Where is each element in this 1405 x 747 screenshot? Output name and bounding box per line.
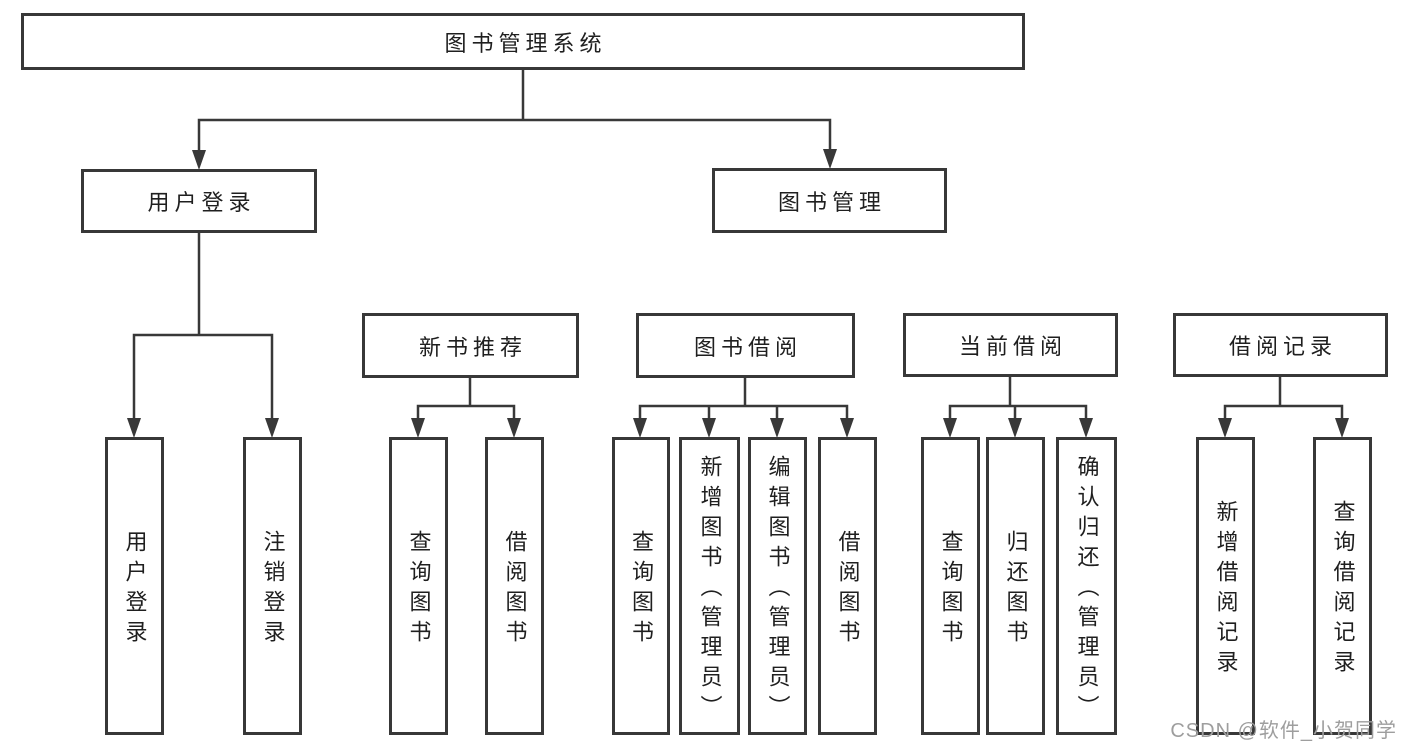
arrowhead-icon (1008, 418, 1022, 438)
leaf-query-book-recommend: 查询图书 (389, 437, 448, 735)
arrowhead-icon (633, 418, 647, 438)
connector-lines (132, 70, 1344, 421)
node-user-login: 用户登录 (81, 169, 317, 233)
arrowhead-icon (127, 418, 141, 438)
leaf-borrow-book-recommend: 借阅图书 (485, 437, 544, 735)
leaf-confirm-return-admin: 确认归还（管理员） (1056, 437, 1117, 735)
node-new-book-recommend: 新书推荐 (362, 313, 579, 378)
arrowhead-icon (943, 418, 957, 438)
arrowhead-icon (411, 418, 425, 438)
node-book-management: 图书管理 (712, 168, 947, 233)
arrowhead-icon (770, 418, 784, 438)
leaf-query-borrow-record: 查询借阅记录 (1313, 437, 1372, 735)
leaf-query-book-borrow: 查询图书 (612, 437, 670, 735)
leaf-user-login: 用户登录 (105, 437, 164, 735)
arrowhead-icon (192, 150, 206, 170)
connector-borrow-records-to-leaves (1223, 377, 1344, 421)
arrowhead-icon (823, 149, 837, 169)
node-current-borrow: 当前借阅 (903, 313, 1118, 377)
arrowhead-icon (702, 418, 716, 438)
arrowhead-icon (507, 418, 521, 438)
leaf-add-borrow-record: 新增借阅记录 (1196, 437, 1255, 735)
arrowhead-icon (840, 418, 854, 438)
node-borrow-records: 借阅记录 (1173, 313, 1388, 377)
connector-new-book-to-leaves (416, 378, 516, 421)
arrowhead-icon (1079, 418, 1093, 438)
leaf-query-book-current: 查询图书 (921, 437, 980, 735)
arrowhead-icon (265, 418, 279, 438)
arrowhead-icon (1218, 418, 1232, 438)
connector-root-to-level2 (197, 70, 832, 153)
node-book-borrow: 图书借阅 (636, 313, 855, 378)
leaf-borrow-book: 借阅图书 (818, 437, 877, 735)
arrowhead-icon (1335, 418, 1349, 438)
connector-book-borrow-to-leaves (638, 378, 849, 421)
leaf-return-book: 归还图书 (986, 437, 1045, 735)
leaf-add-book-admin: 新增图书（管理员） (679, 437, 740, 735)
leaf-edit-book-admin: 编辑图书（管理员） (748, 437, 807, 735)
node-root-system: 图书管理系统 (21, 13, 1025, 70)
csdn-watermark: CSDN @软件_小贺同学 (1170, 720, 1397, 742)
arrowheads (127, 149, 1349, 438)
leaf-logout: 注销登录 (243, 437, 302, 735)
connector-current-borrow-to-leaves (948, 377, 1088, 421)
connector-user-login-to-leaves (132, 233, 274, 421)
